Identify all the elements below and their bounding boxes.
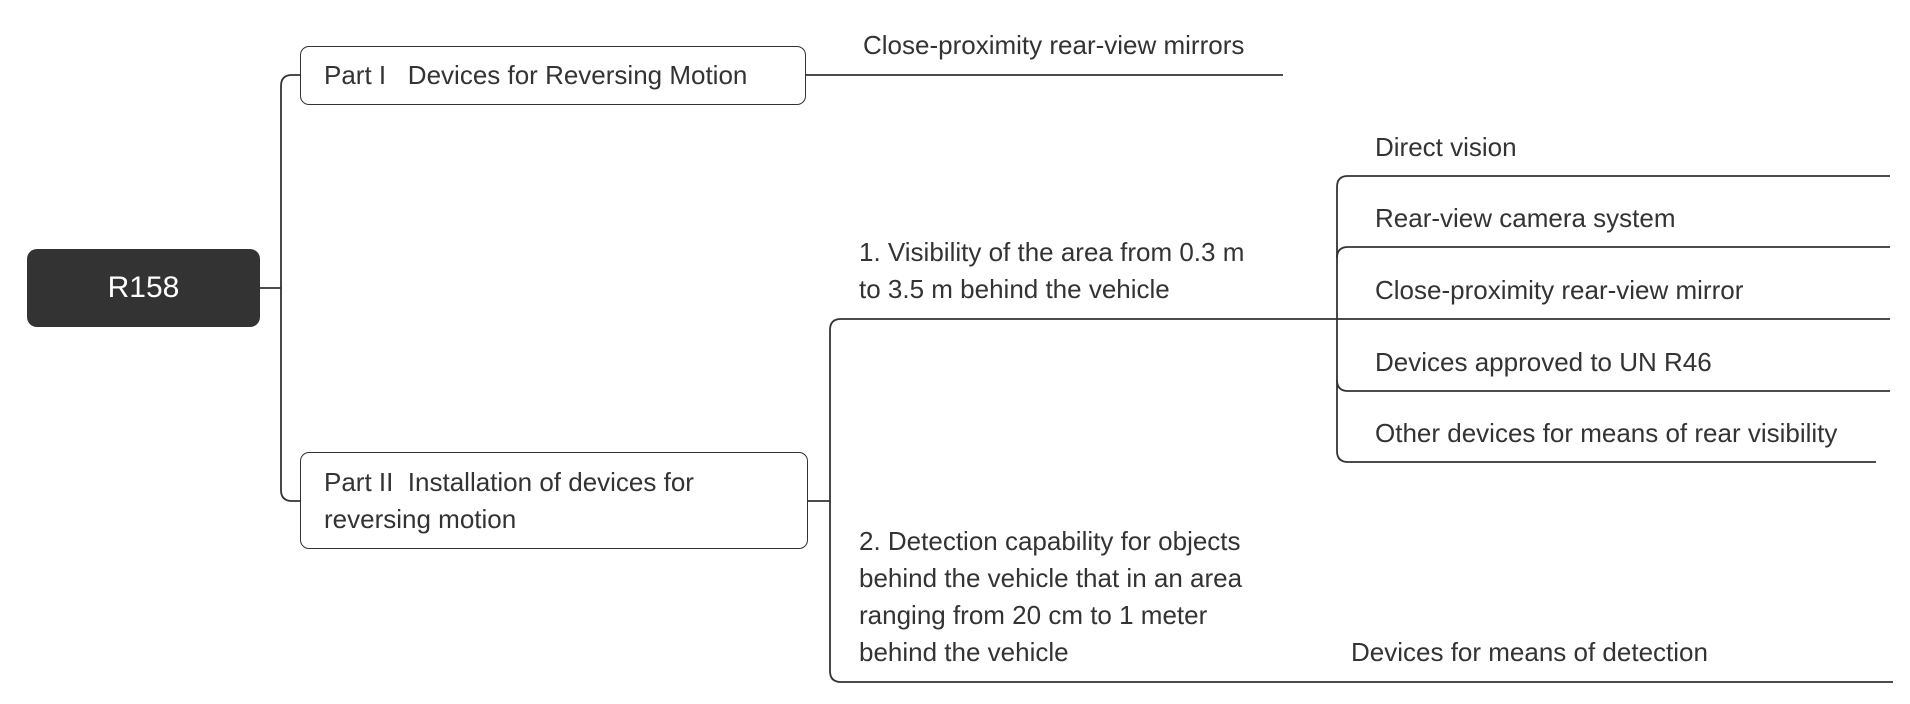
connector-part-2-lower <box>829 501 1893 683</box>
part-1-child-label: Close-proximity rear-view mirrors <box>863 30 1245 60</box>
rear-view-camera-label: Rear-view camera system <box>1375 203 1676 233</box>
part-1-child-close-proximity-mirrors[interactable]: Close-proximity rear-view mirrors <box>863 27 1244 64</box>
detection-devices-node[interactable]: Devices for means of detection <box>1351 634 1708 671</box>
direct-vision-label: Direct vision <box>1375 132 1517 162</box>
close-proximity-mirror-node[interactable]: Close-proximity rear-view mirror <box>1375 272 1743 309</box>
connector-vis-lower <box>1336 319 1876 463</box>
part-2-label-line-2: reversing motion <box>324 503 517 534</box>
root-label: R158 <box>107 271 180 304</box>
part-2-node[interactable]: Part II Installation of devices for reve… <box>300 452 808 549</box>
connector-trunk-part-1 <box>280 74 300 288</box>
part-1-node[interactable]: Part I Devices for Reversing Motion <box>300 46 806 105</box>
connector-part-2-upper <box>829 318 1890 501</box>
visibility-label-line-1: 1. Visibility of the area from 0.3 m <box>859 237 1245 267</box>
connector-vis-upper <box>1336 175 1890 319</box>
detection-label-line-4: behind the vehicle <box>859 637 1069 667</box>
detection-label-line-1: 2. Detection capability for objects <box>859 526 1241 556</box>
rear-view-camera-node[interactable]: Rear-view camera system <box>1375 200 1676 237</box>
un-r46-devices-label: Devices approved to UN R46 <box>1375 347 1712 377</box>
connector-vis-r46 <box>1336 379 1890 392</box>
detection-devices-label: Devices for means of detection <box>1351 637 1708 667</box>
other-rear-visibility-devices-label: Other devices for means of rear visibili… <box>1375 418 1838 448</box>
detection-label-line-2: behind the vehicle that in an area <box>859 563 1243 593</box>
direct-vision-node[interactable]: Direct vision <box>1375 129 1517 166</box>
part-2-label-line-1: Part II Installation of devices for <box>324 466 694 497</box>
detection-node[interactable]: 2. Detection capability for objects behi… <box>859 523 1242 671</box>
un-r46-devices-node[interactable]: Devices approved to UN R46 <box>1375 344 1712 381</box>
close-proximity-mirror-label: Close-proximity rear-view mirror <box>1375 275 1744 305</box>
visibility-node[interactable]: 1. Visibility of the area from 0.3 m to … <box>859 234 1244 308</box>
root-node[interactable]: R158 <box>27 249 260 327</box>
detection-label-line-3: ranging from 20 cm to 1 meter <box>859 600 1208 630</box>
connector-vis-camera <box>1336 246 1890 259</box>
other-rear-visibility-devices-node[interactable]: Other devices for means of rear visibili… <box>1375 415 1837 452</box>
visibility-label-line-2: to 3.5 m behind the vehicle <box>859 274 1170 304</box>
connector-trunk-part-2 <box>280 288 300 502</box>
part-1-label: Part I Devices for Reversing Motion <box>324 60 748 90</box>
